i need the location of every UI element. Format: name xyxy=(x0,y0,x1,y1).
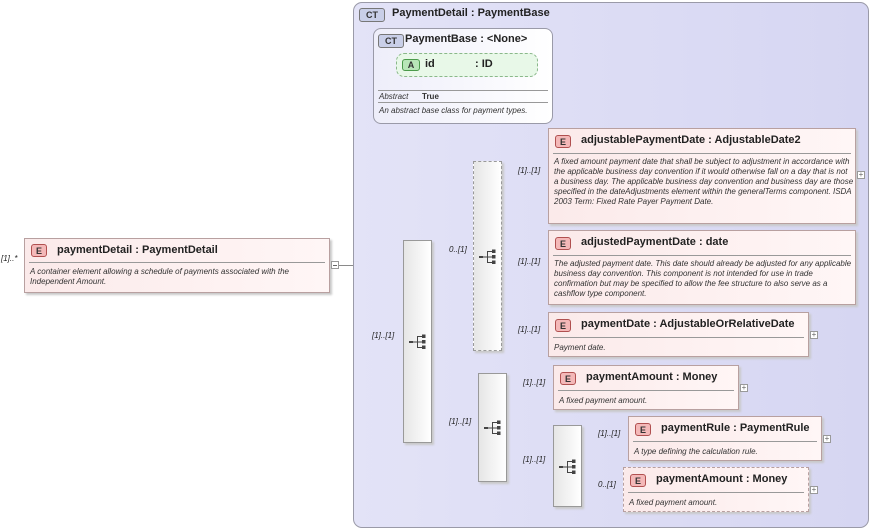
attribute-badge: A xyxy=(402,59,420,71)
root-element-name: paymentDetail xyxy=(57,244,133,256)
outer-sequence[interactable] xyxy=(403,240,432,443)
payment-amount-description: A fixed payment amount. xyxy=(559,396,648,405)
expand-plus-icon[interactable]: + xyxy=(823,434,831,443)
adjusted-cardinality: [1]..[1] xyxy=(518,257,541,266)
payment-date-box[interactable]: E paymentDate : AdjustableOrRelativeDate… xyxy=(548,312,809,357)
payment-rule-box[interactable]: E paymentRule : PaymentRule A type defin… xyxy=(628,416,822,461)
choice-cardinality: 0..[1] xyxy=(449,245,467,254)
outer-sequence-cardinality: [1]..[1] xyxy=(372,331,395,340)
payment-amount2-cardinality: 0..[1] xyxy=(598,480,616,489)
inner-choice[interactable] xyxy=(553,425,582,507)
connector xyxy=(339,265,365,266)
complex-type-title: PaymentDetail : PaymentBase xyxy=(392,7,550,19)
element-badge: E xyxy=(31,244,47,257)
divider xyxy=(553,153,851,154)
element-badge: E xyxy=(555,319,571,332)
root-cardinality: [1]..* xyxy=(1,254,18,263)
element-badge: E xyxy=(630,474,646,487)
abstract-value: True xyxy=(422,92,439,101)
payment-rule-title: paymentRule : PaymentRule xyxy=(661,422,810,434)
divider xyxy=(553,337,804,338)
adjusted-payment-date-box[interactable]: E adjustedPaymentDate : date The adjuste… xyxy=(548,230,856,305)
divider xyxy=(558,390,734,391)
expand-plus-icon[interactable]: + xyxy=(810,485,818,494)
payment-date-description: Payment date. xyxy=(554,343,606,352)
sequence-icon xyxy=(484,420,501,435)
payment-amount-title: paymentAmount : Money xyxy=(586,371,718,383)
choice-icon xyxy=(559,459,576,474)
adjusted-payment-date-title: adjustedPaymentDate : date xyxy=(581,236,729,248)
expand-plus-icon[interactable]: + xyxy=(857,170,865,179)
element-badge: E xyxy=(555,237,571,250)
payment-rule-description: A type defining the calculation rule. xyxy=(634,447,758,456)
adjustable-payment-date-description: A fixed amount payment date that shall b… xyxy=(554,157,854,206)
expand-plus-icon[interactable]: + xyxy=(740,383,748,392)
choice2-cardinality: [1]..[1] xyxy=(523,455,546,464)
payment-date-cardinality: [1]..[1] xyxy=(518,325,541,334)
adjustable-cardinality: [1]..[1] xyxy=(518,166,541,175)
element-badge: E xyxy=(560,372,576,385)
base-type-title: PaymentBase : <None> xyxy=(405,33,528,45)
adjustable-payment-date-box[interactable]: E adjustablePaymentDate : AdjustableDate… xyxy=(548,128,856,224)
optional-payment-amount-box[interactable]: E paymentAmount : Money A fixed payment … xyxy=(623,467,809,512)
inner-sequence[interactable] xyxy=(478,373,507,482)
payment-amount-box[interactable]: E paymentAmount : Money A fixed payment … xyxy=(553,365,739,410)
complex-type-badge: CT xyxy=(359,8,385,22)
root-element-title: paymentDetail : PaymentDetail xyxy=(57,244,218,256)
attribute-type: : ID xyxy=(475,58,493,70)
payment-date-title: paymentDate : AdjustableOrRelativeDate xyxy=(581,318,795,330)
choice-icon xyxy=(479,249,496,264)
root-element-description: A container element allowing a schedule … xyxy=(30,267,289,286)
adjustable-payment-date-title: adjustablePaymentDate : AdjustableDate2 xyxy=(581,134,801,146)
divider xyxy=(378,90,548,91)
collapse-minus-icon[interactable] xyxy=(331,261,339,269)
divider xyxy=(628,492,804,493)
attribute-box[interactable]: A id : ID xyxy=(396,53,538,77)
sequence-icon xyxy=(409,334,426,349)
element-badge: E xyxy=(555,135,571,148)
root-element-type: : PaymentDetail xyxy=(135,244,218,256)
divider xyxy=(29,262,325,263)
sequence2-cardinality: [1]..[1] xyxy=(449,417,472,426)
payment-amount-cardinality: [1]..[1] xyxy=(523,378,546,387)
root-element-box[interactable]: E paymentDetail : PaymentDetail A contai… xyxy=(24,238,330,293)
payment-rule-cardinality: [1]..[1] xyxy=(598,429,621,438)
base-type-badge: CT xyxy=(378,34,404,48)
optional-payment-amount-title: paymentAmount : Money xyxy=(656,473,788,485)
abstract-label: Abstract xyxy=(379,92,409,101)
divider xyxy=(378,102,548,103)
element-badge: E xyxy=(635,423,651,436)
divider xyxy=(553,255,851,256)
expand-plus-icon[interactable]: + xyxy=(810,330,818,339)
base-type-description: An abstract base class for payment types… xyxy=(379,106,528,115)
optional-payment-amount-description: A fixed payment amount. xyxy=(629,498,718,507)
divider xyxy=(633,441,817,442)
attribute-name: id xyxy=(425,58,435,70)
choice-compositor[interactable] xyxy=(473,161,502,351)
adjusted-payment-date-description: The adjusted payment date. This date sho… xyxy=(554,259,852,298)
